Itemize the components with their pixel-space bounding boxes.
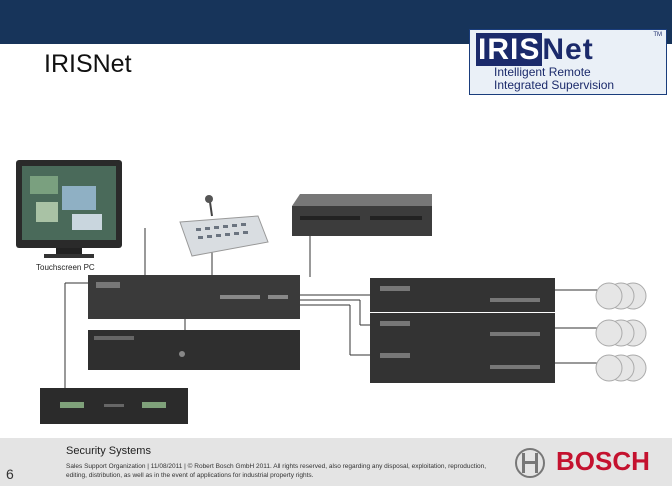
call-station xyxy=(180,195,268,256)
footer-title: Security Systems xyxy=(66,445,151,457)
bosch-logo: BOSCH xyxy=(556,446,650,477)
touchscreen-pc xyxy=(16,160,122,258)
slide-title: IRISNet xyxy=(44,50,132,79)
network-controller xyxy=(292,194,432,236)
media-player xyxy=(40,388,188,424)
amplifier-1 xyxy=(370,278,555,312)
irisnet-logo: IRISNet TM Intelligent Remote Integrated… xyxy=(469,29,667,95)
battery-charger xyxy=(88,330,300,370)
page-number: 6 xyxy=(6,466,14,482)
system-diagram: Touchscreen PC xyxy=(0,150,672,440)
ceiling-speakers xyxy=(596,283,646,381)
footer-legal-text: Sales Support Organization | 11/08/2011 … xyxy=(66,462,496,480)
system-controller xyxy=(88,275,300,319)
logo-tagline: Intelligent Remote Integrated Supervisio… xyxy=(494,66,614,92)
logo-wordmark: IRISNet xyxy=(476,33,594,67)
touchscreen-label: Touchscreen PC xyxy=(36,263,95,272)
bosch-armature-icon xyxy=(510,447,550,479)
amplifier-2 xyxy=(370,313,555,345)
amplifier-3 xyxy=(370,345,555,383)
logo-trademark: TM xyxy=(653,32,662,38)
